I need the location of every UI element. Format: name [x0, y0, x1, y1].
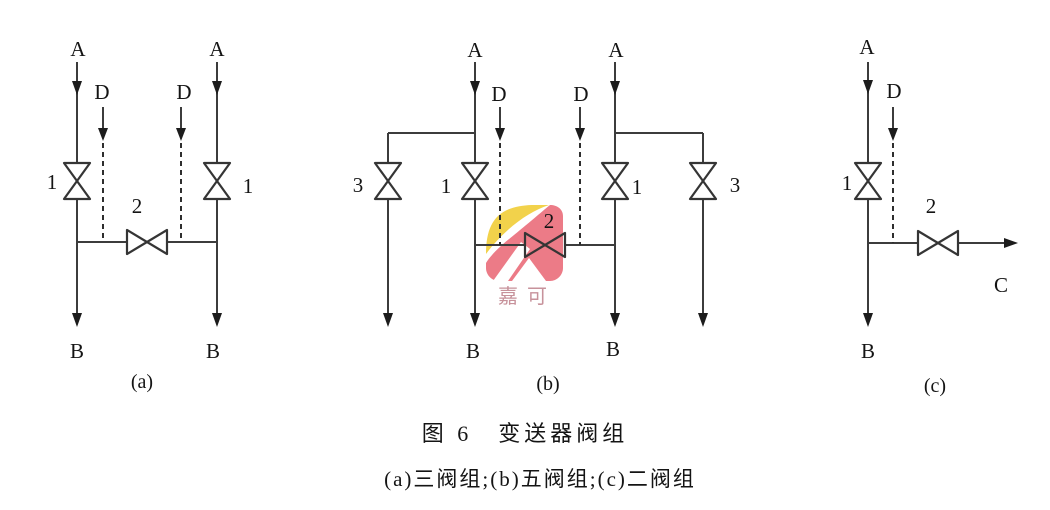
- flow-arrow-icon: [212, 81, 222, 95]
- valve-number-label: 1: [243, 174, 254, 198]
- valve-number-label: 2: [544, 209, 555, 233]
- flow-arrow-icon: [98, 128, 108, 141]
- valve-symbol-isolate-left: [460, 161, 490, 201]
- valve-triangle: [600, 161, 630, 183]
- flow-arrow-icon: [176, 128, 186, 141]
- valve-symbol-vent-right: [688, 161, 718, 201]
- flow-arrow-icon: [888, 128, 898, 141]
- valve-number-label: 1: [632, 175, 643, 199]
- flow-arrow-icon: [863, 80, 873, 94]
- valve-triangle: [373, 179, 403, 201]
- diagram-a: A A D D 1 1 2 B B (a): [47, 37, 254, 393]
- flow-arrow-icon: [610, 313, 620, 327]
- valve-triangle: [202, 161, 232, 183]
- flow-arrow-icon: [72, 313, 82, 327]
- valve-symbol-isolate-left: [62, 161, 92, 201]
- flow-arrow-icon: [72, 81, 82, 95]
- port-label-a-left: A: [467, 38, 483, 62]
- flow-arrow-icon: [575, 128, 585, 141]
- valve-triangle: [202, 179, 232, 201]
- port-label-a-right: A: [608, 38, 624, 62]
- valve-symbol-vent-left: [373, 161, 403, 201]
- valve-triangle: [853, 161, 883, 183]
- port-label-c: C: [994, 273, 1008, 297]
- port-label-d: D: [886, 79, 901, 103]
- valve-triangle: [600, 179, 630, 201]
- valve-triangle: [62, 179, 92, 201]
- diagram-c: A D 1 2 C B (c): [842, 35, 1018, 397]
- valve-triangle: [125, 228, 149, 256]
- port-label-a-right: A: [209, 37, 225, 61]
- port-label-b-left: B: [70, 339, 84, 363]
- valve-triangle: [688, 179, 718, 201]
- port-label-d-left: D: [491, 82, 506, 106]
- subfigure-label-a: (a): [131, 371, 153, 393]
- watermark-white-chevron: [512, 258, 546, 281]
- port-label-b-left: B: [466, 339, 480, 363]
- valve-triangle: [145, 228, 169, 256]
- valve-triangle: [688, 161, 718, 183]
- valve-symbol-isolate: [853, 161, 883, 201]
- valve-triangle: [523, 231, 547, 259]
- valve-triangle: [460, 161, 490, 183]
- valve-number-label: 3: [353, 173, 364, 197]
- valve-number-label: 2: [926, 194, 937, 218]
- figure-caption-subtitle: (a)三阀组;(b)五阀组;(c)二阀组: [384, 467, 696, 491]
- flow-arrow-icon: [470, 313, 480, 327]
- valve-number-label: 3: [730, 173, 741, 197]
- valve-triangle: [916, 229, 940, 257]
- watermark-text: 嘉可: [498, 285, 556, 308]
- valve-triangle: [62, 161, 92, 183]
- subfigure-label-b: (b): [536, 373, 559, 395]
- valve-symbol-isolate-right: [600, 161, 630, 201]
- valve-triangle: [373, 161, 403, 183]
- valve-number-label: 2: [132, 194, 143, 218]
- port-label-b: B: [861, 339, 875, 363]
- subfigure-label-c: (c): [924, 375, 946, 397]
- port-label-b-right: B: [206, 339, 220, 363]
- watermark-yellow-shape: [486, 205, 549, 254]
- flow-arrow-icon: [863, 313, 873, 327]
- valve-triangle: [853, 179, 883, 201]
- flow-arrow-icon: [470, 81, 480, 95]
- flow-arrow-icon: [1004, 238, 1018, 248]
- valve-number-label: 1: [842, 171, 853, 195]
- valve-symbol-isolate-right: [202, 161, 232, 201]
- figure-caption-title: 图 6 变送器阀组: [421, 421, 629, 446]
- valve-number-label: 1: [47, 170, 58, 194]
- valve-symbol-drain: [916, 229, 960, 257]
- port-label-d-right: D: [176, 80, 191, 104]
- valve-number-label: 1: [441, 174, 452, 198]
- flow-arrow-icon: [610, 81, 620, 95]
- flow-arrow-icon: [495, 128, 505, 141]
- port-label-a: A: [859, 35, 875, 59]
- port-label-b-right: B: [606, 337, 620, 361]
- watermark-white-slash: [493, 242, 530, 281]
- port-label-d-right: D: [573, 82, 588, 106]
- flow-arrow-icon: [698, 313, 708, 327]
- valve-triangle: [543, 231, 567, 259]
- flow-arrow-icon: [383, 313, 393, 327]
- port-label-a-left: A: [70, 37, 86, 61]
- port-label-d-left: D: [94, 80, 109, 104]
- flow-arrow-icon: [212, 313, 222, 327]
- valve-triangle: [460, 179, 490, 201]
- diagram-b: A A D D 3 1 1 3 2 B B (b): [353, 38, 741, 395]
- valve-triangle: [936, 229, 960, 257]
- valve-symbol-equalizing: [523, 231, 567, 259]
- valve-symbol-equalizing: [125, 228, 169, 256]
